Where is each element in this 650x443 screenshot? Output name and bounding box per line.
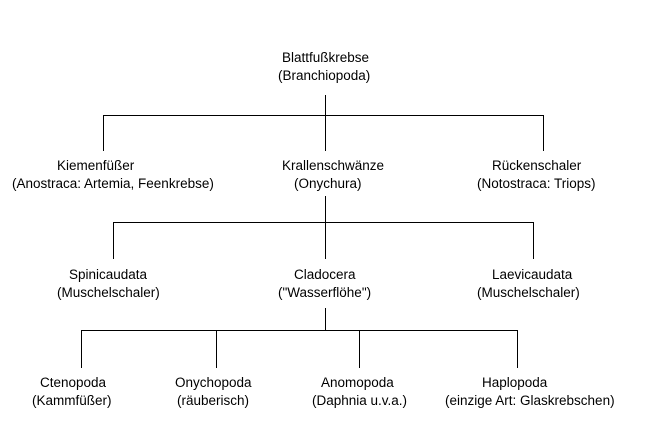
node-krallenschwaenze-sub: (Onychura) bbox=[294, 176, 362, 191]
node-anomopoda-sub: (Daphnia u.v.a.) bbox=[312, 393, 408, 408]
node-ctenopoda-sub: (Kammfüßer) bbox=[32, 393, 112, 408]
node-laevicaudata-sub: (Muschelschaler) bbox=[477, 285, 580, 300]
connector-level2-bar bbox=[113, 222, 534, 223]
node-root-sub: (Branchiopoda) bbox=[278, 68, 371, 83]
node-spinicaudata-name: Spinicaudata bbox=[69, 267, 148, 282]
node-cladocera-sub: ("Wasserflöhe") bbox=[278, 285, 372, 300]
connector-laevicaudata bbox=[533, 222, 534, 259]
node-ctenopoda-name: Ctenopoda bbox=[40, 375, 107, 390]
node-rueckenschaler-name: Rückenschaler bbox=[492, 158, 582, 173]
node-kiemenfuesser-sub: (Anostraca: Artemia, Feenkrebse) bbox=[12, 176, 214, 191]
connector-level1-bar bbox=[103, 115, 544, 116]
node-onychopoda-sub: (räuberisch) bbox=[177, 393, 250, 408]
connector-level3-bar bbox=[81, 330, 518, 331]
node-laevicaudata-name: Laevicaudata bbox=[492, 267, 573, 282]
connector-kiemenfuesser bbox=[103, 115, 104, 151]
node-haplopoda-sub: (einzige Art: Glaskrebschen) bbox=[445, 393, 615, 408]
connector-onychopoda bbox=[216, 330, 217, 368]
connector-haplopoda bbox=[517, 330, 518, 368]
node-rueckenschaler-sub: (Notostraca: Triops) bbox=[477, 176, 596, 191]
connector-ctenopoda bbox=[81, 330, 82, 368]
connector-cladocera-stem bbox=[325, 308, 326, 331]
node-onychopoda-name: Onychopoda bbox=[175, 375, 252, 390]
node-spinicaudata-sub: (Muschelschaler) bbox=[57, 285, 160, 300]
connector-rueckenschaler bbox=[543, 115, 544, 151]
node-krallenschwaenze-name: Krallenschwänze bbox=[282, 158, 385, 173]
node-haplopoda-name: Haplopoda bbox=[482, 375, 548, 390]
connector-root-stem bbox=[325, 95, 326, 151]
connector-anomopoda bbox=[359, 330, 360, 368]
node-cladocera-name: Cladocera bbox=[294, 267, 356, 282]
connector-spinicaudata bbox=[113, 222, 114, 259]
node-root-name: Blattfußkrebse bbox=[282, 50, 370, 65]
node-anomopoda-name: Anomopoda bbox=[321, 375, 394, 390]
node-kiemenfuesser-name: Kiemenfüßer bbox=[57, 158, 135, 173]
connector-krallenschwaenze-stem bbox=[325, 196, 326, 259]
